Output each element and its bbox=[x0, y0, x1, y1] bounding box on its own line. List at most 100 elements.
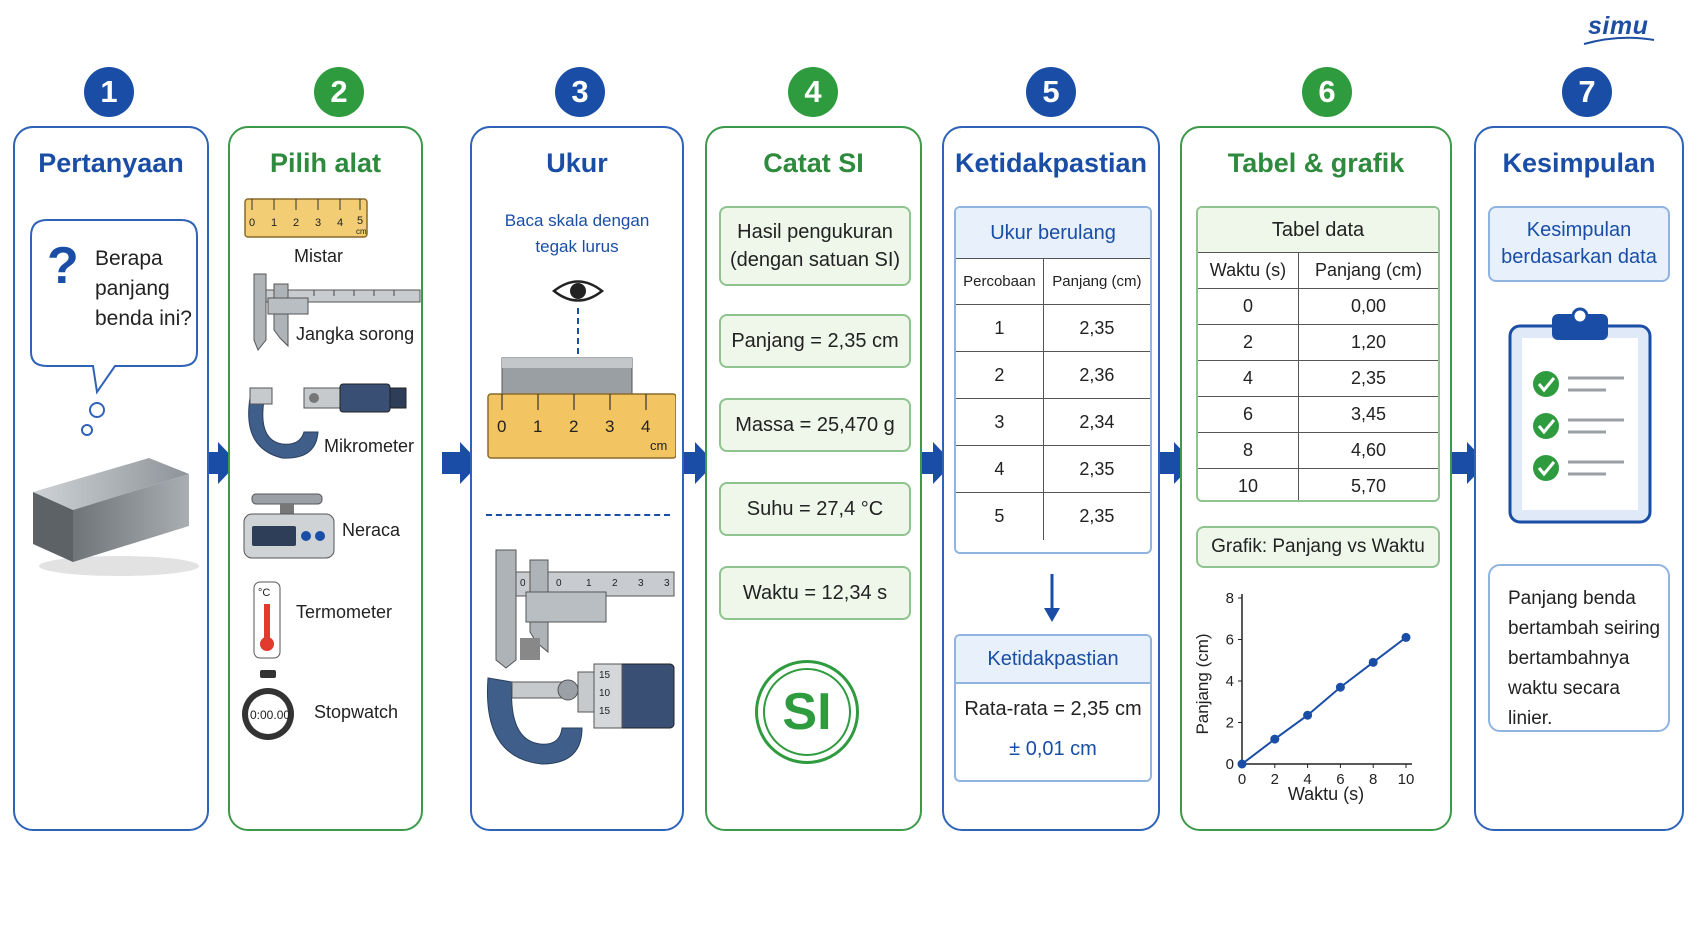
uncertainty-result: Ketidakpastian Rata-rata = 2,35 cm ± 0,0… bbox=[954, 634, 1152, 782]
check-icon bbox=[1533, 455, 1559, 481]
step-number-6: 6 bbox=[1302, 67, 1352, 117]
table-cell: 2,36 bbox=[1042, 351, 1150, 399]
step-number-5: 5 bbox=[1026, 67, 1076, 117]
x-axis-label: Waktu (s) bbox=[1288, 784, 1364, 804]
x-tick-label: 10 bbox=[1398, 771, 1415, 788]
step-number-3: 3 bbox=[555, 67, 605, 117]
y-tick-label: 0 bbox=[1226, 756, 1234, 773]
eye-icon bbox=[552, 280, 604, 302]
x-tick-label: 8 bbox=[1369, 771, 1377, 788]
table-cell: 1,20 bbox=[1297, 324, 1438, 361]
ruler-unit: cm bbox=[650, 438, 667, 453]
panel-title: Kesimpulan bbox=[1502, 148, 1656, 178]
divider bbox=[486, 514, 670, 516]
record-item-temperature: Suhu = 27,4 °C bbox=[719, 482, 911, 536]
micrometer-reading-illustration: 15 10 15 bbox=[486, 663, 675, 765]
ruler-tick: 4 bbox=[641, 417, 650, 436]
caliper-tick: 3 bbox=[664, 578, 670, 589]
table-cell: 2,34 bbox=[1042, 398, 1150, 446]
data-point bbox=[1335, 682, 1345, 692]
tool-label-termometer: Termometer bbox=[296, 602, 393, 622]
data-point bbox=[1270, 734, 1280, 744]
caliper-tick: 0 bbox=[520, 578, 526, 589]
ruler-tick: 1 bbox=[271, 217, 277, 229]
arrow-right-icon bbox=[442, 442, 480, 484]
y-tick-label: 6 bbox=[1226, 632, 1234, 649]
tool-label-mistar: Mistar bbox=[294, 246, 343, 266]
y-tick-label: 8 bbox=[1226, 590, 1234, 607]
micrometer-tick: 10 bbox=[599, 688, 611, 699]
table-cell: 2,35 bbox=[1042, 445, 1150, 493]
arrow-right-icon bbox=[677, 442, 715, 484]
data-point bbox=[1237, 759, 1247, 769]
ruler-tick: 4 bbox=[337, 217, 343, 229]
table-cell: 8 bbox=[1198, 432, 1299, 469]
x-tick-label: 6 bbox=[1336, 771, 1344, 788]
series-line bbox=[1241, 636, 1407, 765]
column-header: Waktu (s) bbox=[1198, 252, 1299, 289]
ruler-tick: 3 bbox=[315, 217, 321, 229]
step-number-4: 4 bbox=[788, 67, 838, 117]
table-cell: 1 bbox=[956, 304, 1044, 352]
speech-bubble bbox=[30, 219, 198, 436]
ruler-tick: 2 bbox=[569, 417, 578, 436]
y-axis-label: Panjang (cm) bbox=[1193, 633, 1212, 734]
chart-title: Grafik: Panjang vs Waktu bbox=[1196, 526, 1440, 568]
panel-title: Pilih alat bbox=[269, 148, 382, 178]
logo-swoosh-icon bbox=[1583, 36, 1655, 45]
table-cell: 3 bbox=[956, 398, 1044, 446]
panel-title: Catat SI bbox=[763, 148, 864, 178]
table-cell: 4 bbox=[1198, 360, 1299, 397]
column-header: Percobaan bbox=[956, 258, 1044, 305]
panel-table-chart: Tabel & grafik Tabel data Waktu (s)Panja… bbox=[1180, 126, 1452, 831]
ruler-reading-illustration: 0 1 2 3 4 cm bbox=[487, 308, 676, 459]
tool-label-jangka-sorong: Jangka sorong bbox=[296, 324, 415, 344]
repeat-table-title: Ukur berulang bbox=[956, 208, 1150, 258]
micrometer-tick: 15 bbox=[599, 706, 611, 717]
ruler-tick: 0 bbox=[497, 417, 506, 436]
table-cell: 2,35 bbox=[1042, 492, 1150, 540]
arrow-right-icon bbox=[1156, 442, 1194, 484]
table-cell: 2 bbox=[956, 351, 1044, 399]
table-cell: 2 bbox=[1198, 324, 1299, 361]
check-icon bbox=[1533, 371, 1559, 397]
panel-title: Ukur bbox=[546, 148, 608, 178]
question-mark-icon: ? bbox=[47, 237, 79, 295]
caliper-tick: 0 bbox=[556, 578, 562, 589]
table-cell: 2,35 bbox=[1042, 304, 1150, 352]
data-table-title: Tabel data bbox=[1198, 208, 1438, 252]
table-cell: 3,45 bbox=[1297, 396, 1438, 433]
table-cell: 6 bbox=[1198, 396, 1299, 433]
tool-label-mikrometer: Mikrometer bbox=[324, 436, 415, 456]
tool-label-stopwatch: Stopwatch bbox=[314, 702, 399, 722]
data-point bbox=[1303, 710, 1313, 720]
record-item-length: Panjang = 2,35 cm bbox=[719, 314, 911, 368]
arrow-right-icon bbox=[1449, 442, 1487, 484]
ruler-tick: 0 bbox=[249, 217, 255, 229]
data-point bbox=[1368, 657, 1378, 667]
table-cell: 0 bbox=[1198, 288, 1299, 325]
panel-title: Tabel & grafik bbox=[1227, 148, 1405, 178]
panel-title: Ketidakpastian bbox=[954, 148, 1148, 178]
table-cell: 5,70 bbox=[1297, 468, 1438, 500]
thermometer-icon: °C bbox=[253, 581, 281, 659]
caliper-tick: 2 bbox=[612, 578, 618, 589]
ruler-tick: 3 bbox=[605, 417, 614, 436]
table-cell: 5 bbox=[956, 492, 1044, 540]
table-cell: 2,35 bbox=[1297, 360, 1438, 397]
table-cell: 0,00 bbox=[1297, 288, 1438, 325]
micrometer-tick: 15 bbox=[599, 670, 611, 681]
metal-block-icon bbox=[33, 458, 199, 576]
